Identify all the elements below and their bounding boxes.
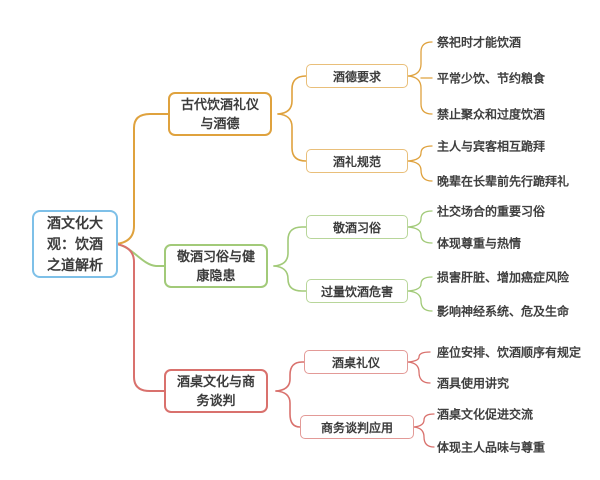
branch-node-ancient-etiquette[interactable]: 古代饮酒礼仪与酒德 [168, 92, 272, 136]
mindmap-leaf[interactable]: 平常少饮、节约粮食 [437, 71, 546, 86]
mindmap-leaf[interactable]: 祭祀时才能饮酒 [437, 35, 522, 50]
subnode-etiquette-rules[interactable]: 酒礼规范 [306, 149, 408, 173]
brace-sub12-leaf2 [407, 160, 433, 182]
subnode-table-manners[interactable]: 酒桌礼仪 [304, 350, 408, 374]
brace-sub22-leaf2 [407, 290, 433, 312]
connector-branch3-sub2 [275, 390, 301, 428]
connector-branch2-sub1 [273, 226, 307, 267]
branch-node-toasting-health[interactable]: 敬酒习俗与健康隐患 [164, 244, 268, 288]
brace-sub32-leaf2 [413, 426, 435, 448]
connector-root-branch2 [115, 243, 165, 267]
connector-root-branch1 [115, 113, 169, 245]
connector-branch1-sub2 [277, 113, 307, 162]
subnode-virtue-requirements[interactable]: 酒德要求 [306, 64, 408, 88]
mindmap-leaf[interactable]: 社交场合的重要习俗 [437, 204, 546, 219]
brace-sub32-leaf1 [413, 413, 435, 428]
mindmap-leaf[interactable]: 影响神经系统、危及生命 [437, 304, 570, 319]
mindmap-leaf[interactable]: 损害肝脏、增加癌症风险 [437, 270, 570, 285]
subnode-excess-harm[interactable]: 过量饮酒危害 [306, 279, 408, 303]
mindmap-leaf[interactable]: 体现主人品味与尊重 [437, 440, 546, 455]
connector-branch3-sub1 [275, 361, 305, 392]
root-node[interactable]: 酒文化大观：饮酒之道解析 [32, 210, 118, 278]
branch-node-table-business[interactable]: 酒桌文化与商务谈判 [164, 369, 268, 413]
brace-sub21-leaf1 [407, 210, 433, 228]
connector-branch2-sub2 [273, 265, 307, 292]
subnode-business-application[interactable]: 商务谈判应用 [300, 415, 414, 439]
brace-sub11-leaf3 [407, 75, 433, 115]
connector-branch1-sub1 [277, 75, 307, 115]
mindmap-leaf[interactable]: 酒具使用讲究 [437, 376, 510, 391]
brace-sub21-leaf2 [407, 226, 433, 244]
connector-root-branch3 [115, 243, 165, 392]
subnode-toasting-custom[interactable]: 敬酒习俗 [306, 215, 408, 239]
brace-sub12-leaf1 [407, 145, 433, 162]
mindmap-leaf[interactable]: 座位安排、饮酒顺序有规定 [437, 345, 582, 360]
mindmap-leaf[interactable]: 禁止聚众和过度饮酒 [437, 107, 546, 122]
mindmap-leaf[interactable]: 酒桌文化促进交流 [437, 407, 534, 422]
mindmap-leaf[interactable]: 晚辈在长辈前先行跪拜礼 [437, 174, 570, 189]
mindmap-leaf[interactable]: 体现尊重与热情 [437, 236, 522, 251]
brace-sub11-leaf1 [407, 41, 433, 77]
mindmap-leaf[interactable]: 主人与宾客相互跪拜 [437, 139, 546, 154]
brace-sub31-leaf2 [407, 361, 431, 384]
brace-sub31-leaf1 [407, 351, 431, 363]
brace-sub22-leaf1 [407, 276, 433, 292]
